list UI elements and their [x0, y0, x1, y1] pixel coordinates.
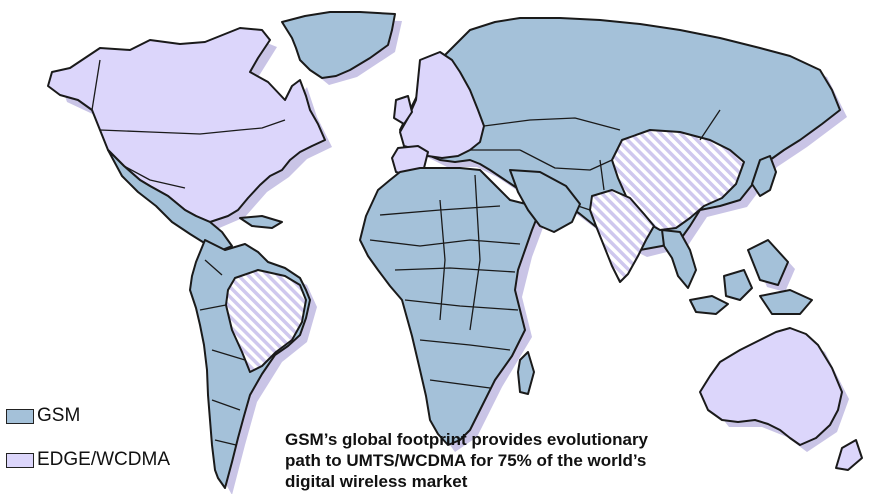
- region-madagascar: [517, 351, 535, 395]
- border-africa: [369, 174, 521, 389]
- region-indonesia: [689, 295, 729, 315]
- region-north-america: [47, 27, 326, 223]
- region-se-asia: [661, 229, 697, 289]
- region-caribbean: [239, 215, 283, 229]
- legend-item-gsm: GSM: [6, 402, 170, 430]
- region-new-zealand: [835, 439, 863, 471]
- legend-label-gsm: GSM: [37, 405, 81, 426]
- region-india: [589, 189, 655, 283]
- legend-swatch-gsm: [6, 408, 34, 424]
- region-philippines: [747, 239, 789, 286]
- map-caption: GSM’s global footprint provides evolutio…: [285, 429, 755, 494]
- region-africa: [359, 167, 541, 446]
- caption-line-2: path to UMTS/WCDMA for 75% of the world’…: [285, 451, 647, 470]
- border-south-america: [199, 259, 263, 446]
- region-new-guinea: [759, 289, 813, 315]
- border-eurasia: [470, 109, 721, 211]
- region-greenland: [281, 11, 396, 79]
- region-australia: [699, 327, 843, 446]
- legend-label-edge-wcdma: EDGE/WCDMA: [37, 449, 170, 470]
- region-arabia: [509, 169, 581, 233]
- legend-item-edge-wcdma: EDGE/WCDMA: [6, 446, 170, 474]
- region-borneo: [723, 269, 753, 301]
- map-legend: GSM EDGE/WCDMA: [6, 402, 170, 474]
- border-us-mexico: [123, 165, 186, 189]
- region-brazil: [225, 269, 307, 373]
- region-china: [611, 129, 745, 231]
- border-us-canada: [99, 119, 286, 135]
- region-mexico: [107, 149, 233, 251]
- caption-line-3: digital wireless market: [285, 472, 468, 491]
- caption-line-1: GSM’s global footprint provides evolutio…: [285, 430, 649, 449]
- region-japan: [751, 155, 777, 197]
- region-uk: [393, 95, 413, 125]
- border-alaska: [91, 59, 101, 111]
- legend-swatch-edge-wcdma: [6, 452, 34, 468]
